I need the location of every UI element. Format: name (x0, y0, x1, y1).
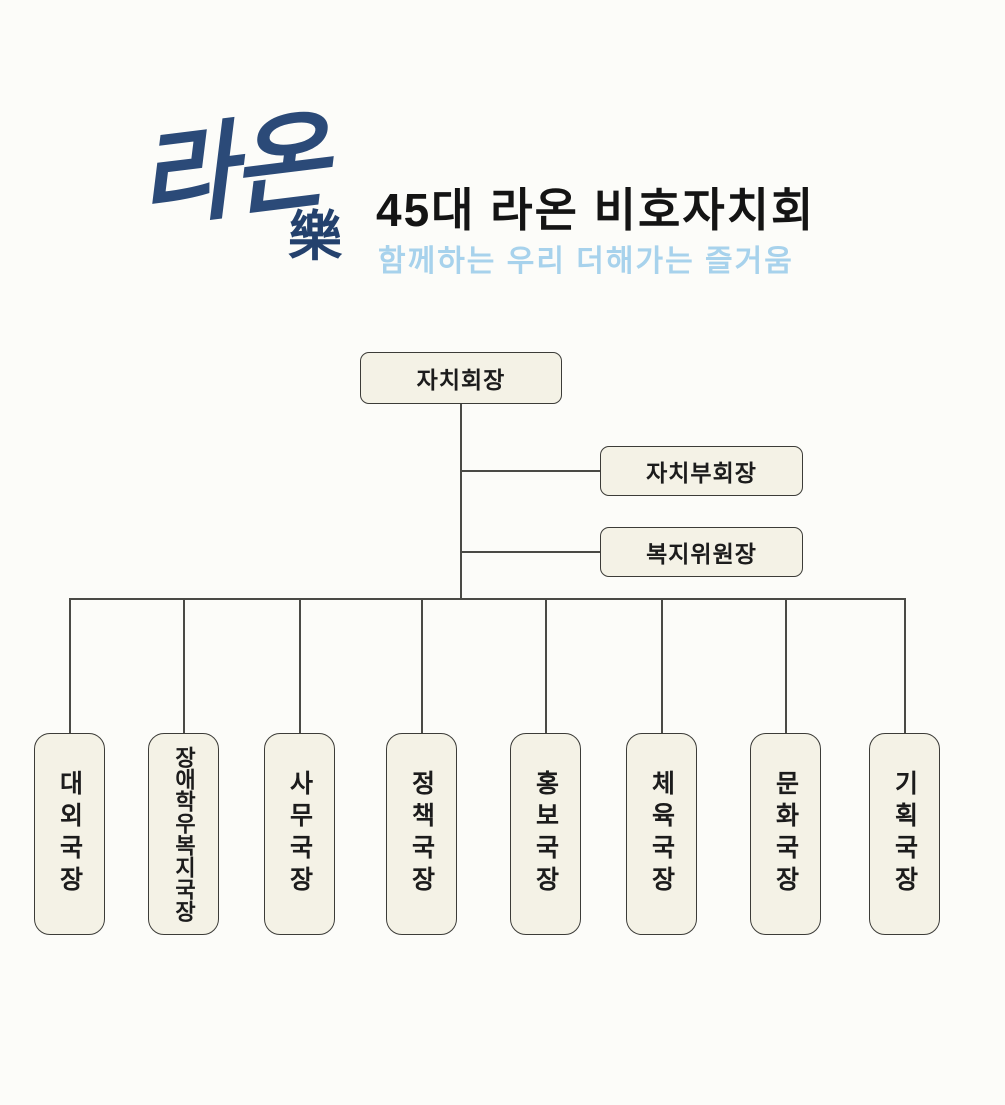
connector-vice-president (461, 470, 600, 472)
node-vice-president: 자치부회장 (600, 446, 803, 496)
node-dept-label: 장애학우복지국장 (171, 746, 197, 922)
connector-dept-1 (69, 598, 71, 733)
connector-dept-8 (904, 598, 906, 733)
node-dept-label: 정책국장 (407, 770, 436, 898)
connector-dept-6 (661, 598, 663, 733)
node-dept-label: 체육국장 (647, 770, 676, 898)
node-welfare-chair-label: 복지위원장 (646, 541, 757, 567)
node-dept-secretariat: 사무국장 (264, 733, 335, 935)
connector-dept-7 (785, 598, 787, 733)
connector-dept-3 (299, 598, 301, 733)
node-dept-planning: 기획국장 (869, 733, 940, 935)
node-welfare-chair: 복지위원장 (600, 527, 803, 577)
node-dept-culture: 문화국장 (750, 733, 821, 935)
connector-dept-2 (183, 598, 185, 733)
logo-hanja-character: 樂 (288, 204, 342, 268)
page-title: 45대 라온 비호자치회 (376, 184, 816, 236)
node-dept-external-affairs: 대외국장 (34, 733, 105, 935)
page-subtitle: 함께하는 우리 더해가는 즐거움 (378, 245, 794, 278)
node-dept-public-relations: 홍보국장 (510, 733, 581, 935)
node-vice-president-label: 자치부회장 (646, 460, 757, 486)
node-president: 자치회장 (360, 352, 562, 404)
node-dept-label: 대외국장 (55, 770, 84, 898)
node-dept-policy: 정책국장 (386, 733, 457, 935)
node-dept-sports: 체육국장 (626, 733, 697, 935)
connector-dept-4 (421, 598, 423, 733)
node-dept-disabled-students-welfare: 장애학우복지국장 (148, 733, 219, 935)
connector-main-horizontal (70, 598, 905, 600)
node-president-label: 자치회장 (416, 367, 506, 393)
node-dept-label: 기획국장 (890, 770, 919, 898)
node-dept-label: 문화국장 (771, 770, 800, 898)
node-dept-label: 사무국장 (285, 770, 314, 898)
connector-root-vertical (460, 404, 462, 599)
connector-dept-5 (545, 598, 547, 733)
connector-welfare-chair (461, 551, 600, 553)
node-dept-label: 홍보국장 (531, 770, 560, 898)
